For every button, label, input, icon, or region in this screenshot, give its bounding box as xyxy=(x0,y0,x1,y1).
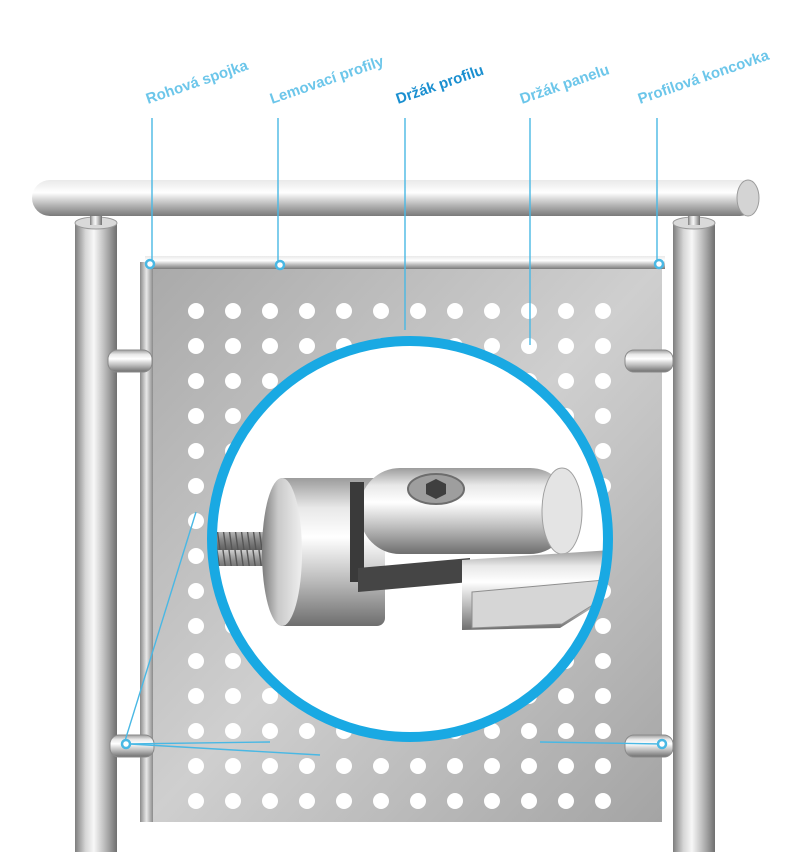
zoom-ring xyxy=(207,336,613,742)
panel-hole xyxy=(484,303,500,319)
right-post xyxy=(673,222,715,852)
panel-hole xyxy=(521,723,537,739)
panel-hole xyxy=(484,723,500,739)
panel-hole xyxy=(188,513,204,529)
panel-hole xyxy=(188,443,204,459)
panel-hole xyxy=(225,688,241,704)
panel-hole xyxy=(262,338,278,354)
panel-hole xyxy=(447,303,463,319)
panel-hole xyxy=(558,688,574,704)
panel-hole xyxy=(595,373,611,389)
panel-hole xyxy=(558,758,574,774)
panel-hole xyxy=(225,373,241,389)
panel-hole xyxy=(262,723,278,739)
panel-hole xyxy=(299,723,315,739)
panel-hole xyxy=(262,688,278,704)
panel-hole xyxy=(188,618,204,634)
panel-hole xyxy=(188,303,204,319)
panel-hole xyxy=(225,303,241,319)
panel-hole xyxy=(595,793,611,809)
label-profile-endcap: Profilová koncovka xyxy=(636,47,772,108)
panel-hole xyxy=(484,758,500,774)
panel-hole xyxy=(225,338,241,354)
panel-hole xyxy=(336,793,352,809)
panel-hole xyxy=(595,408,611,424)
panel-hole xyxy=(447,758,463,774)
panel-hole xyxy=(595,723,611,739)
panel-hole xyxy=(410,793,426,809)
panel-hole xyxy=(262,303,278,319)
panel-hole xyxy=(188,688,204,704)
panel-hole xyxy=(225,758,241,774)
panel-hole xyxy=(188,548,204,564)
panel-hole xyxy=(225,653,241,669)
panel-hole xyxy=(595,338,611,354)
panel-hole xyxy=(188,793,204,809)
panel-hole xyxy=(299,758,315,774)
panel-hole xyxy=(558,373,574,389)
panel-hole xyxy=(188,723,204,739)
panel-hole xyxy=(225,723,241,739)
handrail xyxy=(32,179,760,217)
panel-hole xyxy=(188,758,204,774)
panel-hole xyxy=(558,723,574,739)
label-profile-holder: Držák profilu xyxy=(394,62,486,108)
panel-hole xyxy=(262,758,278,774)
panel-hole xyxy=(373,758,389,774)
panel-hole xyxy=(373,793,389,809)
panel-hole xyxy=(484,793,500,809)
panel-hole xyxy=(484,338,500,354)
panel-hole xyxy=(521,758,537,774)
panel-hole xyxy=(521,303,537,319)
left-post xyxy=(75,222,117,852)
part-labels: Rohová spojka Lemovací profily Držák pro… xyxy=(144,47,772,108)
panel-hole xyxy=(188,653,204,669)
panel-hole xyxy=(188,478,204,494)
panel-hole xyxy=(410,303,426,319)
panel-hole xyxy=(262,793,278,809)
panel-hole xyxy=(595,653,611,669)
panel-hole xyxy=(336,303,352,319)
panel-hole xyxy=(188,408,204,424)
panel-hole xyxy=(521,793,537,809)
profile-holder-photo xyxy=(212,467,608,630)
panel-hole xyxy=(188,373,204,389)
panel-hole xyxy=(299,303,315,319)
panel-hole xyxy=(558,338,574,354)
panel-hole xyxy=(410,758,426,774)
panel-hole xyxy=(595,303,611,319)
panel-hole xyxy=(447,793,463,809)
panel-hole xyxy=(595,443,611,459)
panel-hole xyxy=(595,688,611,704)
leader-dots xyxy=(120,258,668,750)
panel-hole xyxy=(595,618,611,634)
panel-hole xyxy=(225,793,241,809)
label-panel-holder: Držák panelu xyxy=(518,61,612,107)
panel-hole xyxy=(299,793,315,809)
label-edge-profiles: Lemovací profily xyxy=(268,53,387,108)
panel-hole xyxy=(188,338,204,354)
panel-hole xyxy=(558,303,574,319)
panel-hole xyxy=(336,758,352,774)
panel-hole xyxy=(262,373,278,389)
leader-lines xyxy=(123,118,664,756)
zoom-detail xyxy=(207,336,613,742)
panel-hole xyxy=(521,338,537,354)
panel-hole xyxy=(558,793,574,809)
panel-hole xyxy=(188,583,204,599)
panel-hole xyxy=(373,303,389,319)
panel-hole xyxy=(225,408,241,424)
panel-hole xyxy=(299,338,315,354)
label-corner-joint: Rohová spojka xyxy=(144,57,251,108)
panel-hole xyxy=(595,758,611,774)
